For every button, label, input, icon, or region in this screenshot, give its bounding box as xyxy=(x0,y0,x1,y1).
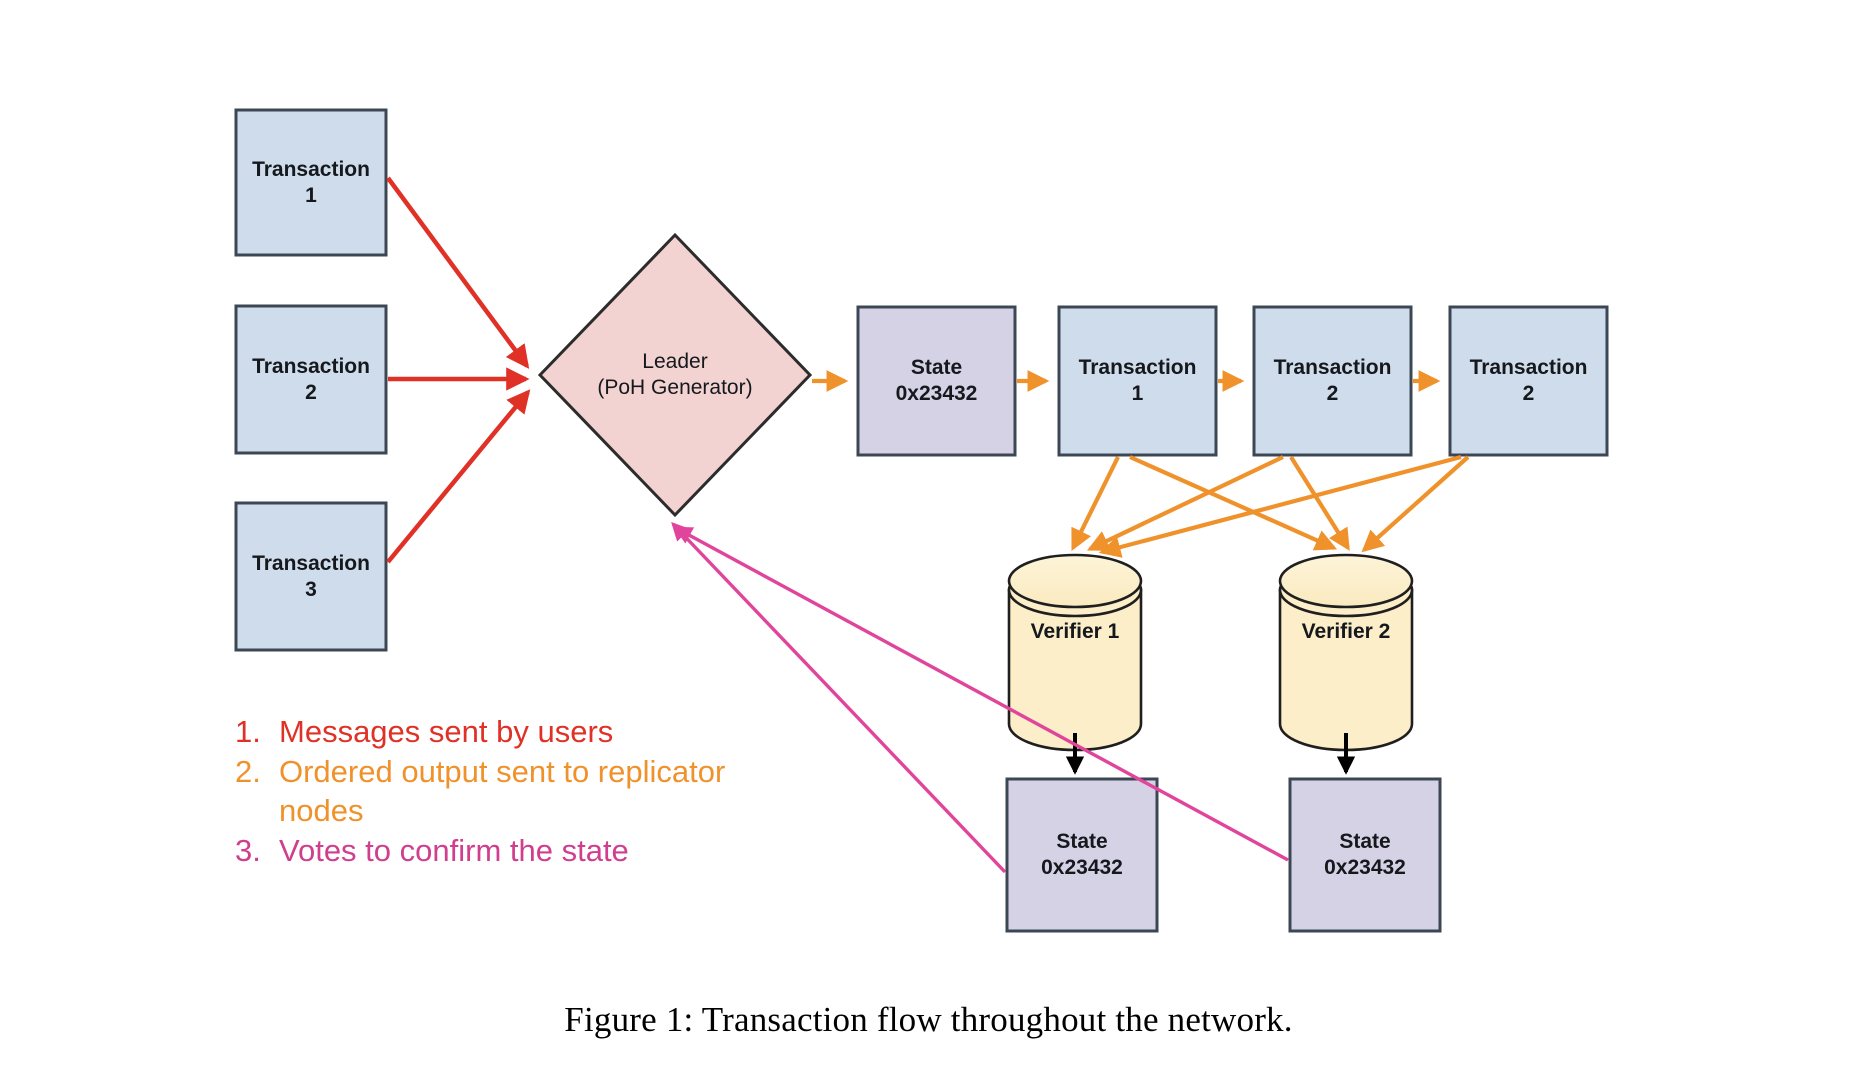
verifier-2-cylinder xyxy=(1278,553,1414,752)
arrow-tx-in-1-to-leader xyxy=(386,176,530,369)
legend-item-ordered-output-text: Ordered output sent to replicator nodes xyxy=(279,753,726,829)
tx-in-1-box xyxy=(234,108,388,257)
verified-state-boxes xyxy=(1005,777,1442,933)
verified-state-1-box xyxy=(1005,777,1159,933)
verifier-1-cylinder xyxy=(1007,553,1143,752)
vote-arrows xyxy=(671,522,1289,874)
arrow-tx-out-3-to-verifier-1 xyxy=(1098,454,1462,558)
arrow-tx-out-2-to-verifier-1 xyxy=(1086,455,1284,551)
arrow-verified-state-1-vote-to-leader xyxy=(671,522,1007,874)
legend-item-messages-number: 1. xyxy=(235,714,261,749)
incoming-transaction-boxes xyxy=(234,108,388,652)
legend-item-messages-text: Messages sent by users xyxy=(279,714,614,749)
tx-out-3-box xyxy=(1448,305,1609,457)
legend-item-votes: 3. Votes to confirm the state xyxy=(235,831,755,871)
legend-item-ordered-output-number: 2. xyxy=(235,753,261,789)
arrow-verified-state-2-vote-to-leader xyxy=(673,526,1289,862)
legend: 1. Messages sent by users 2. Ordered out… xyxy=(235,712,755,871)
messages-arrows xyxy=(386,176,531,564)
arrow-tx-in-3-to-leader xyxy=(386,389,531,564)
ledger-state-box xyxy=(856,305,1017,457)
figure-caption: Figure 1: Transaction flow throughout th… xyxy=(564,1000,1293,1039)
legend-item-ordered-output: 2. Ordered output sent to replicator nod… xyxy=(235,752,755,831)
verified-state-2-box xyxy=(1288,777,1442,933)
legend-item-votes-text: Votes to confirm the state xyxy=(279,833,629,869)
leader-diamond xyxy=(537,232,813,518)
legend-item-votes-number: 3. xyxy=(235,833,261,869)
verifier-distribution-arrows xyxy=(1071,454,1470,558)
arrow-tx-out-1-to-verifier-1 xyxy=(1071,456,1120,552)
arrow-tx-out-3-to-verifier-2 xyxy=(1361,455,1470,553)
tx-out-2-box xyxy=(1252,305,1413,457)
verified-state-arrows xyxy=(1065,733,1356,775)
arrow-tx-out-2-to-verifier-2 xyxy=(1289,455,1350,551)
tx-out-1-box xyxy=(1057,305,1218,457)
legend-item-messages: 1. Messages sent by users xyxy=(235,712,755,752)
ordered-output-boxes xyxy=(856,305,1609,457)
tx-in-3-box xyxy=(234,501,388,652)
arrow-tx-out-1-to-verifier-2 xyxy=(1129,455,1338,551)
tx-in-2-box xyxy=(234,304,388,455)
